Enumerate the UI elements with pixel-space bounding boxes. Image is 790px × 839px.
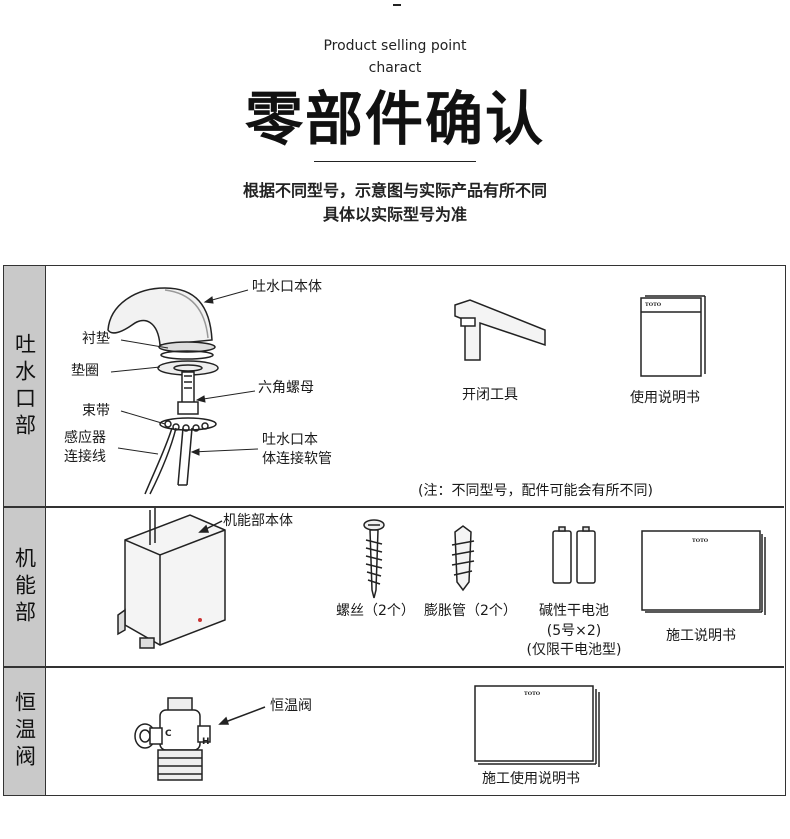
label-install-use-manual: 施工使用说明书: [482, 771, 580, 787]
battery-illustration: [552, 526, 596, 584]
title-divider: [314, 161, 476, 162]
label-tool: 开闭工具: [462, 387, 518, 403]
label-valve: 恒温阀: [270, 698, 312, 714]
note-line-1: 根据不同型号，示意图与实际产品有所不同: [242, 181, 547, 200]
valve-letter-c: C: [165, 729, 172, 739]
label-gasket: 衬垫: [82, 331, 110, 347]
category-label: 恒温阀: [12, 691, 37, 772]
brand-mark: TOTO: [692, 538, 709, 544]
label-user-manual: 使用说明书: [630, 390, 700, 406]
thermostatic-valve-illustration: [134, 697, 266, 781]
label-screw: 螺丝（2个）: [336, 603, 415, 619]
row-divider: [4, 506, 784, 508]
label-install-manual: 施工说明书: [666, 628, 736, 644]
label-hose-2: 体连接软管: [262, 451, 332, 467]
category-header-function-unit: 机能部: [4, 508, 46, 667]
category-label: 吐水口部: [12, 332, 37, 441]
brand-mark: TOTO: [645, 302, 662, 308]
brand-mark: TOTO: [524, 691, 541, 697]
label-battery-3: (仅限干电池型): [526, 642, 622, 658]
label-hose-1: 吐水口本: [262, 432, 318, 448]
screw-illustration: [363, 519, 385, 599]
label-spout-body: 吐水口本体: [252, 279, 322, 295]
label-sensor-line-1: 感应器: [64, 430, 106, 446]
label-band: 束带: [82, 403, 110, 419]
user-manual-illustration: [640, 295, 706, 377]
label-anchor: 膨胀管（2个）: [424, 603, 517, 619]
label-battery-1: 碱性干电池: [539, 603, 609, 619]
label-hex-nut: 六角螺母: [258, 380, 314, 396]
install-use-manual-illustration: [474, 685, 600, 767]
valve-letter-h: H: [202, 737, 210, 747]
parts-table: 吐水口部 机能部 恒温阀: [3, 265, 786, 796]
page-title: 零部件确认: [244, 85, 545, 153]
label-unit-body: 机能部本体: [223, 513, 293, 529]
top-tick-mark: [393, 4, 401, 6]
label-washer: 垫圈: [71, 363, 99, 379]
row-divider: [4, 666, 784, 668]
tool-illustration: [454, 299, 546, 361]
subtitle-line-2: charact: [368, 60, 422, 76]
faucet-spout-illustration: [107, 287, 219, 495]
anchor-illustration: [451, 525, 475, 592]
category-header-spout: 吐水口部: [4, 266, 46, 507]
label-footnote: (注：不同型号，配件可能会有所不同): [418, 483, 653, 499]
subtitle-line-1: Product selling point: [323, 38, 467, 54]
install-manual-illustration: [641, 530, 766, 615]
function-unit-illustration: [117, 508, 226, 649]
category-label: 机能部: [12, 547, 37, 628]
callout-lines: [110, 289, 259, 456]
note-line-2: 具体以实际型号为准: [322, 205, 467, 224]
category-header-valve: 恒温阀: [4, 668, 46, 795]
label-battery-2: (5号×2): [546, 623, 602, 639]
label-sensor-line-2: 连接线: [64, 449, 106, 465]
